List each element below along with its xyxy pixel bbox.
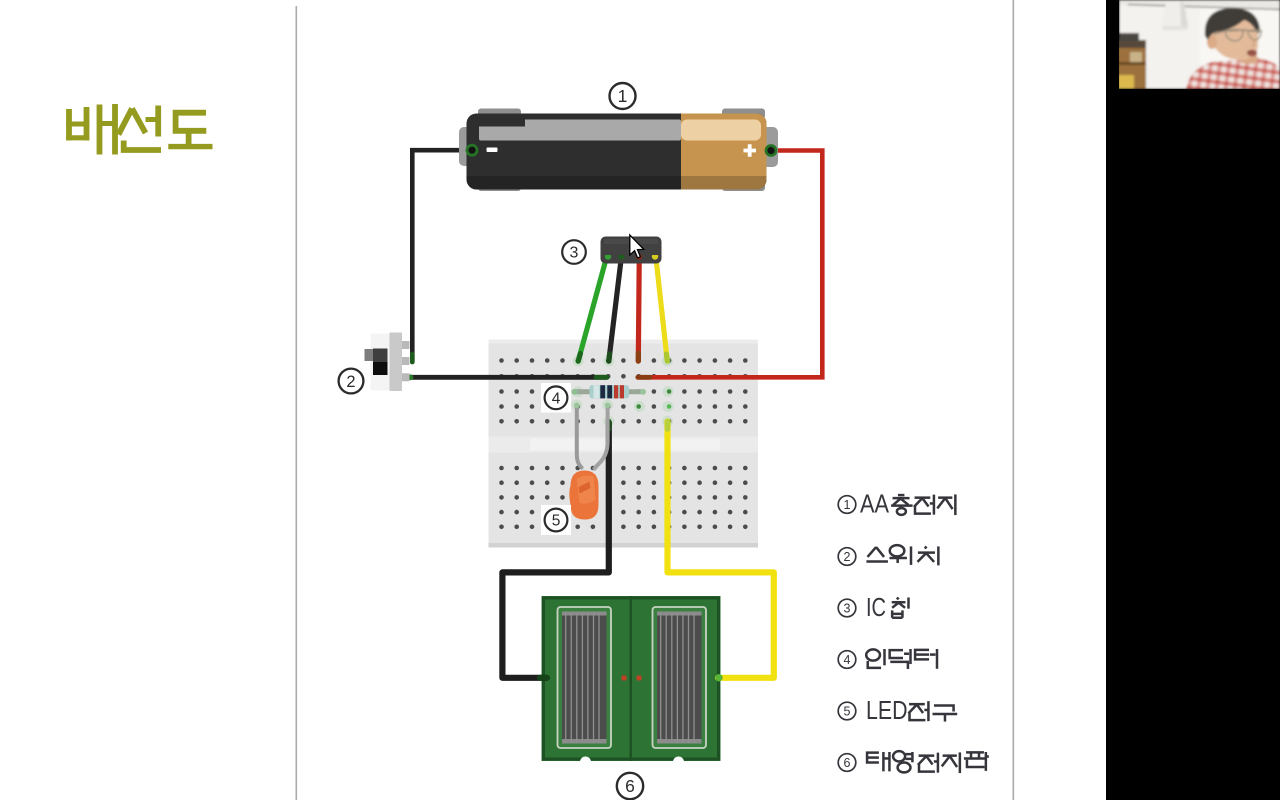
svg-text:1: 1: [844, 498, 851, 512]
svg-text:AA: AA: [860, 489, 890, 519]
svg-text:5: 5: [552, 513, 561, 530]
svg-text:4: 4: [844, 653, 851, 667]
svg-text:4: 4: [552, 390, 561, 407]
svg-text:IC: IC: [866, 592, 886, 622]
svg-text:2: 2: [844, 550, 851, 564]
svg-text:6: 6: [625, 776, 635, 796]
svg-text:1: 1: [618, 86, 628, 106]
svg-text:3: 3: [844, 601, 851, 615]
svg-text:5: 5: [844, 704, 851, 718]
svg-text:6: 6: [844, 756, 851, 770]
svg-text:2: 2: [346, 373, 355, 391]
svg-text:3: 3: [570, 245, 579, 262]
svg-text:LED: LED: [866, 695, 908, 725]
